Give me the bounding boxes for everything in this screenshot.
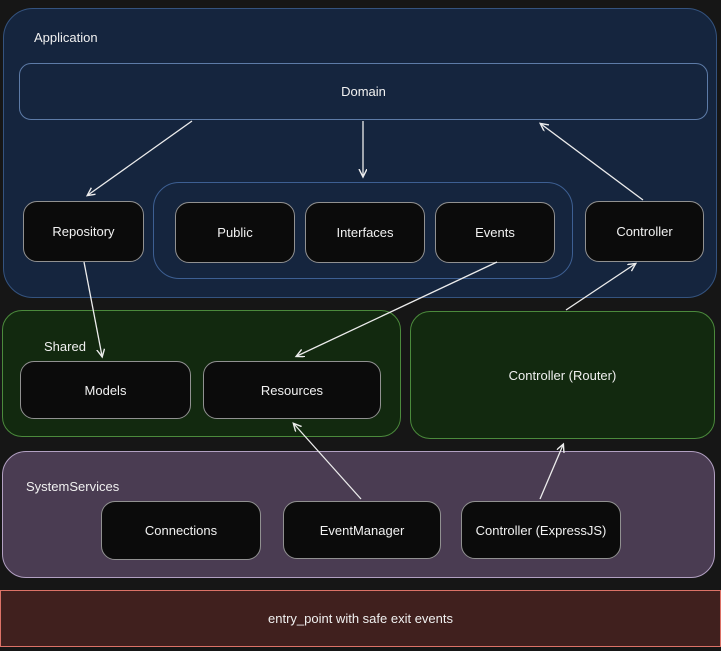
- node-controller-expressjs: Controller (ExpressJS): [461, 501, 621, 559]
- node-public: Public: [175, 202, 295, 263]
- node-interfaces: Interfaces: [305, 202, 425, 263]
- node-controller: Controller: [585, 201, 704, 262]
- entry-point-bar: entry_point with safe exit events: [0, 590, 721, 647]
- node-connections-label: Connections: [144, 523, 218, 538]
- shared-container: Shared Models Resources: [2, 310, 401, 437]
- node-events: Events: [435, 202, 555, 263]
- node-public-label: Public: [217, 225, 253, 240]
- node-event-manager: EventManager: [283, 501, 441, 559]
- node-controller-router-label: Controller (Router): [508, 367, 617, 383]
- node-interfaces-label: Interfaces: [336, 225, 394, 240]
- node-event-manager-label: EventManager: [319, 522, 405, 538]
- application-container: Application Domain Repository Public Int…: [3, 8, 717, 298]
- node-repository: Repository: [23, 201, 144, 262]
- node-repository-label: Repository: [52, 224, 115, 239]
- node-resources: Resources: [203, 361, 381, 419]
- node-models-label: Models: [84, 382, 127, 398]
- node-events-label: Events: [475, 225, 515, 240]
- node-domain-label: Domain: [341, 84, 386, 99]
- application-label: Application: [34, 30, 98, 45]
- node-domain: Domain: [19, 63, 708, 120]
- node-models: Models: [20, 361, 191, 419]
- shared-label: Shared: [44, 339, 86, 354]
- node-controller-expressjs-label: Controller (ExpressJS): [475, 522, 607, 538]
- system-services-container: SystemServices Connections EventManager …: [2, 451, 715, 578]
- entry-point-label: entry_point with safe exit events: [268, 611, 453, 626]
- node-controller-router: Controller (Router): [410, 311, 715, 439]
- system-services-label: SystemServices: [26, 479, 120, 494]
- node-resources-label: Resources: [260, 382, 324, 398]
- application-inner-group: Public Interfaces Events: [153, 182, 573, 279]
- node-connections: Connections: [101, 501, 261, 560]
- node-controller-label: Controller: [616, 224, 673, 239]
